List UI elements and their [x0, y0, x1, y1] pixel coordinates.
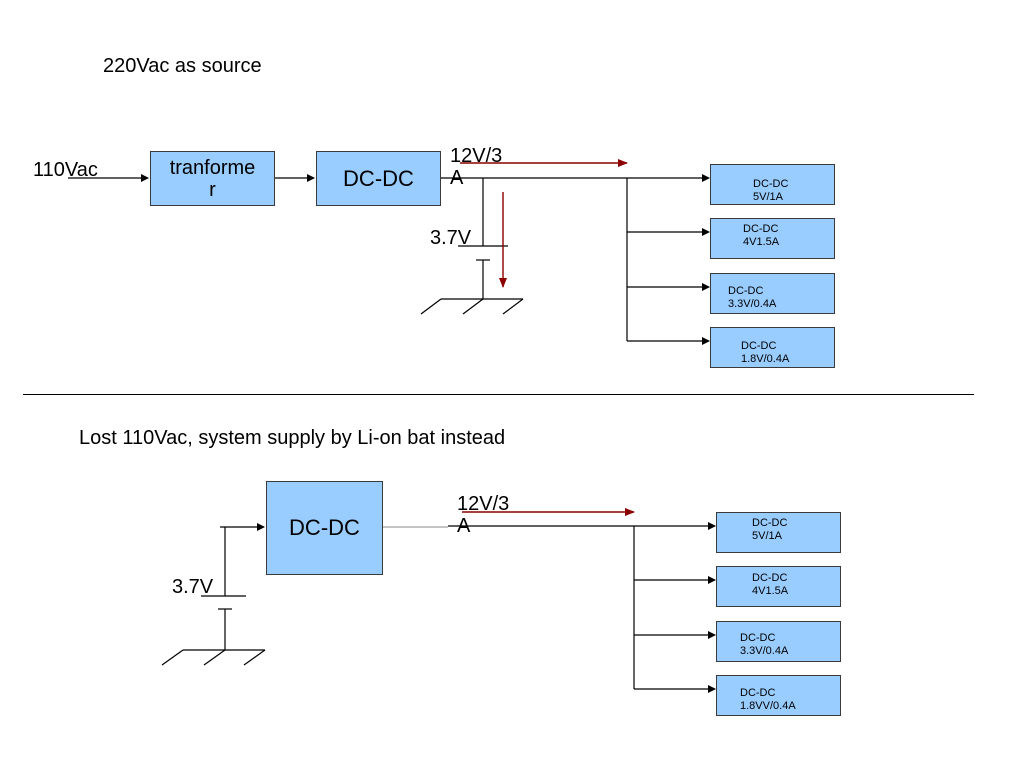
transformer-label-line1: tranforme — [169, 156, 256, 179]
output-box-1v8: DC-DC 1.8VV/0.4A — [716, 675, 841, 716]
bus-label: 12V/3 A — [450, 145, 502, 189]
dcdc-main-label: DC-DC — [343, 165, 414, 191]
output-label-line2: 5V/1A — [753, 191, 783, 203]
dcdc-main-box: DC-DC — [316, 151, 441, 206]
output-label-line2: 1.8V/0.4A — [741, 353, 790, 365]
battery-label: 3.7V — [172, 576, 214, 598]
dcdc-main-box: DC-DC — [266, 481, 383, 575]
output-label-line2: 4V1.5A — [752, 585, 789, 597]
bus-label-line1: 12V/3 — [450, 145, 503, 167]
output-box-4v: DC-DC 4V1.5A — [716, 566, 841, 607]
output-box-5v: DC-DC 5V/1A — [716, 512, 841, 553]
ground-hatch — [203, 649, 226, 666]
output-label-line1: DC-DC — [740, 632, 776, 644]
input-label: 110Vac — [33, 159, 98, 181]
dcdc-main-label: DC-DC — [289, 515, 360, 540]
output-box-3v3: DC-DC 3.3V/0.4A — [710, 273, 835, 314]
output-box-5v: DC-DC 5V/1A — [710, 164, 835, 205]
ground-hatch — [161, 649, 184, 666]
output-box-3v3: DC-DC 3.3V/0.4A — [716, 621, 841, 662]
bus-label-line2: A — [450, 167, 464, 189]
ground-hatch — [502, 298, 524, 315]
output-label-line1: DC-DC — [728, 285, 764, 297]
output-label-line1: DC-DC — [741, 340, 777, 352]
output-label-line1: DC-DC — [752, 517, 788, 529]
ground-hatch — [420, 298, 442, 315]
output-label-line2: 5V/1A — [752, 530, 782, 542]
output-label-line2: 1.8VV/0.4A — [740, 700, 796, 712]
output-label-line1: DC-DC — [743, 223, 779, 235]
output-box-4v: DC-DC 4V1.5A — [710, 218, 835, 259]
bus-label-line2: A — [457, 515, 471, 537]
battery-label: 3.7V — [430, 227, 472, 249]
bus-label-line1: 12V/3 — [457, 493, 510, 515]
ground-hatch — [462, 298, 484, 315]
output-box-1v8: DC-DC 1.8V/0.4A — [710, 327, 835, 368]
transformer-label-line2: r — [209, 178, 216, 201]
transformer-box: tranforme r — [150, 151, 275, 206]
ground-hatch — [243, 649, 266, 666]
output-label-line2: 3.3V/0.4A — [728, 298, 777, 310]
output-label-line1: DC-DC — [753, 178, 789, 190]
bottom-heading: Lost 110Vac, system supply by Li-on bat … — [79, 427, 506, 449]
top-heading: 220Vac as source — [103, 55, 262, 77]
output-label-line2: 4V1.5A — [743, 236, 780, 248]
output-label-line2: 3.3V/0.4A — [740, 645, 789, 657]
output-label-line1: DC-DC — [752, 572, 788, 584]
output-label-line1: DC-DC — [740, 687, 776, 699]
section-divider — [23, 394, 974, 395]
bus-label: 12V/3 A — [457, 493, 509, 537]
